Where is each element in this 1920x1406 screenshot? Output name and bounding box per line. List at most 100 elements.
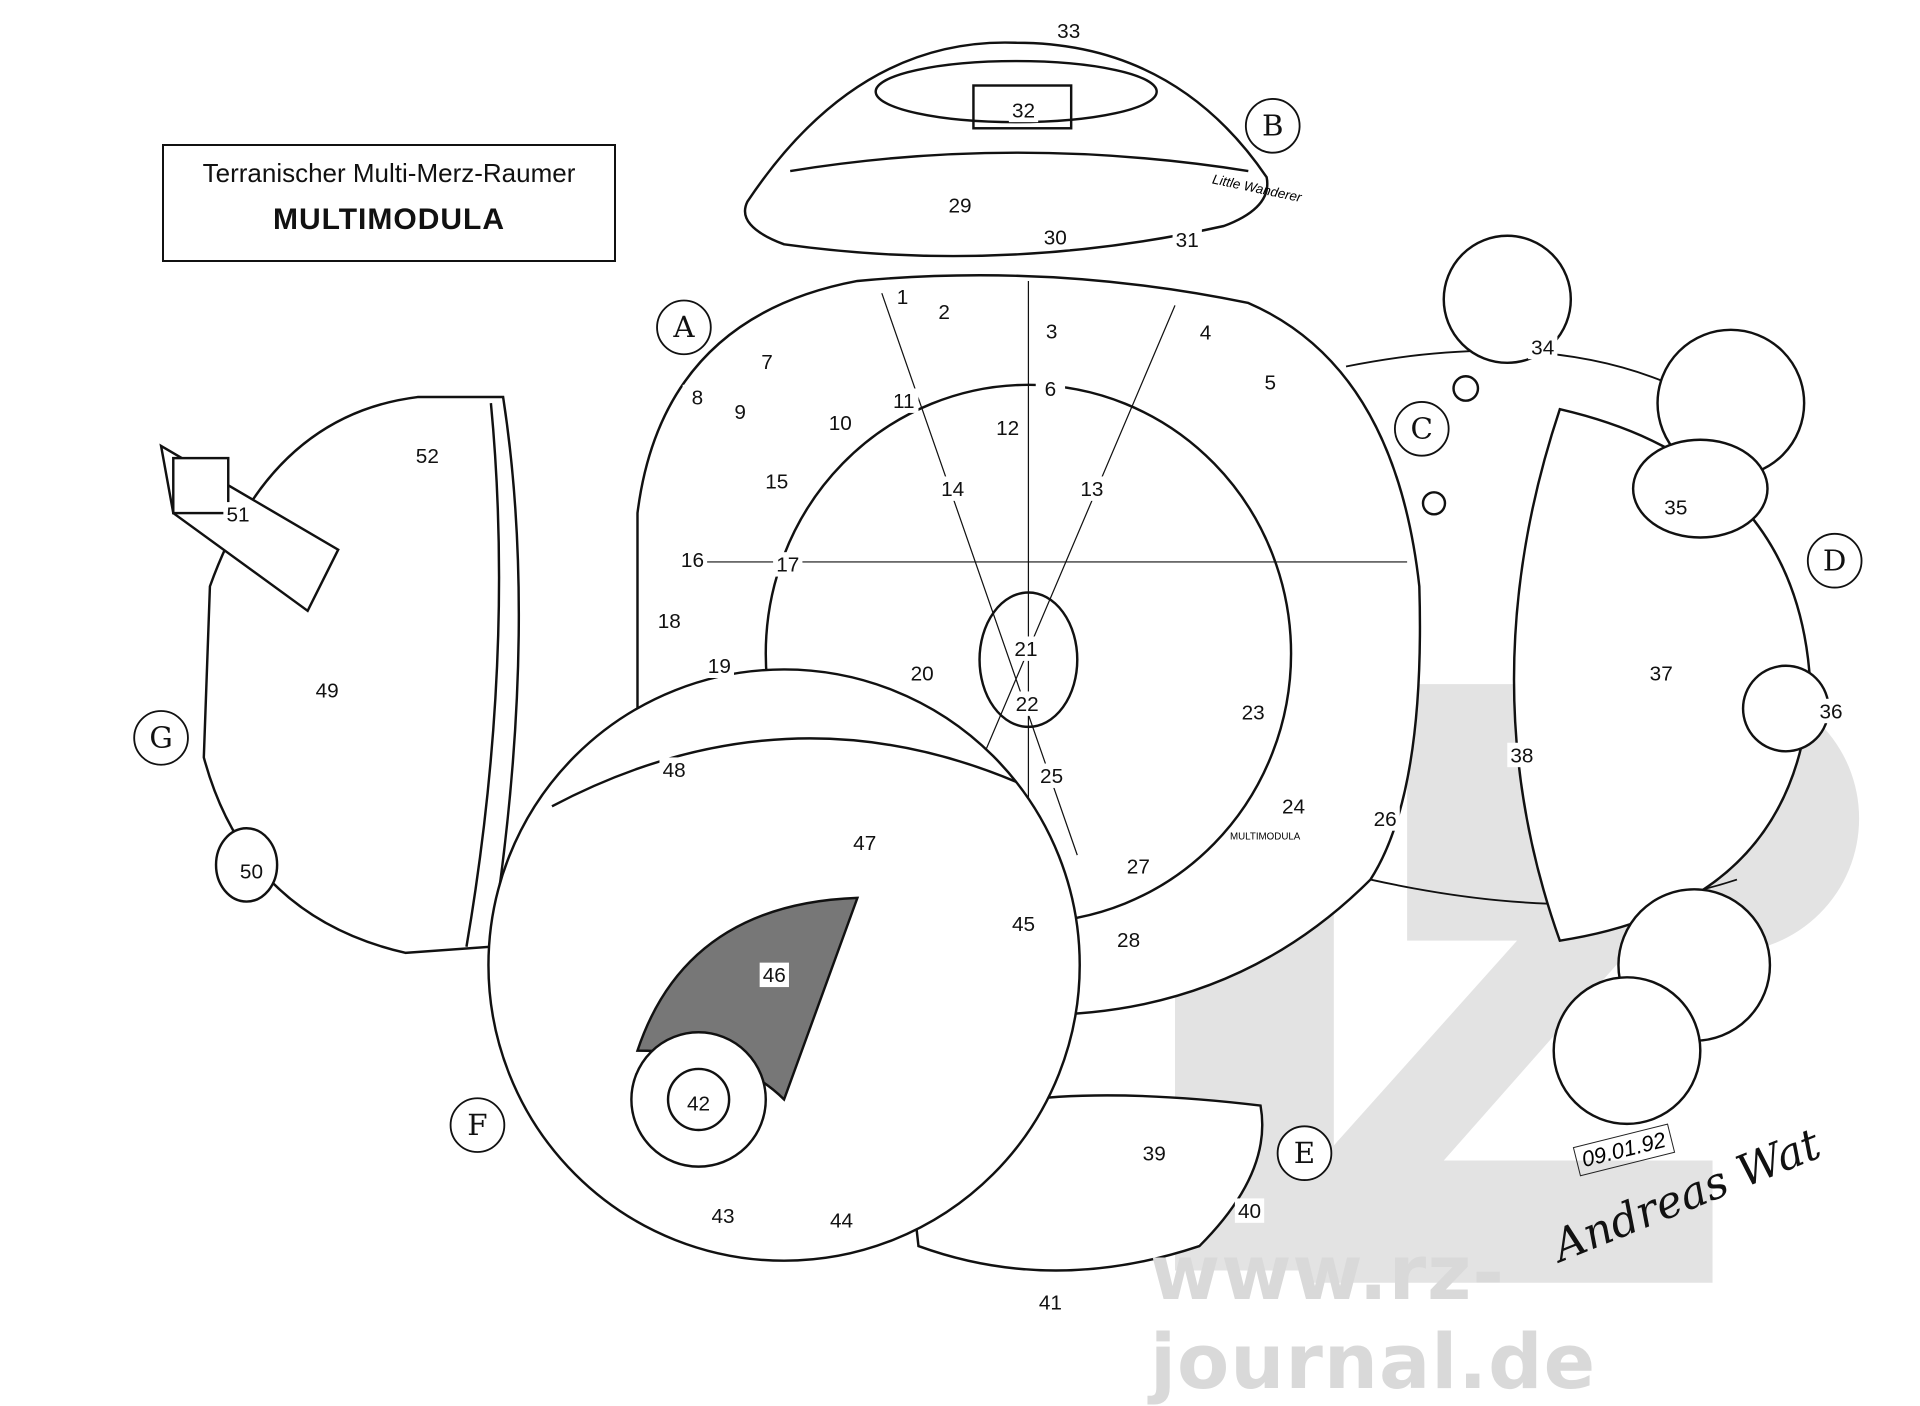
callout-38: 38 <box>1510 744 1533 767</box>
callout-backdrop <box>1255 370 1285 395</box>
callout-backdrop <box>1036 318 1067 344</box>
callout-1: 1 <box>897 286 909 309</box>
callout-47: 47 <box>853 832 876 855</box>
module-letter-circle <box>449 1097 506 1153</box>
callout-10: 10 <box>829 412 852 435</box>
callout-backdrop <box>1012 691 1042 716</box>
callout-5: 5 <box>1265 372 1277 395</box>
pod-spheres <box>1421 234 1806 1126</box>
callout-42: 42 <box>687 1092 710 1115</box>
callout-27: 27 <box>1127 855 1150 878</box>
callout-backdrop <box>1113 927 1144 952</box>
callout-24: 24 <box>1282 796 1305 819</box>
callout-backdrop <box>929 299 959 324</box>
callout-backdrop <box>1011 636 1041 661</box>
callout-backdrop <box>826 1208 857 1233</box>
callout-backdrop <box>312 678 342 703</box>
callout-backdrop <box>752 349 782 374</box>
callout-8: 8 <box>692 386 704 409</box>
callout-backdrop <box>1238 699 1268 725</box>
module-letter-circle <box>656 299 712 356</box>
callout-backdrop <box>1035 376 1066 401</box>
callout-backdrop <box>887 284 918 310</box>
callout-15: 15 <box>765 471 788 494</box>
callout-backdrop <box>850 830 880 856</box>
callout-backdrop <box>236 858 267 884</box>
module-letter-d: D <box>1823 543 1847 577</box>
module-g <box>159 395 521 955</box>
callout-35: 35 <box>1664 496 1687 519</box>
callout-backdrop <box>1008 97 1039 123</box>
callout-backdrop <box>1370 806 1400 831</box>
callout-backdrop <box>1054 18 1084 43</box>
module-letter-circle <box>133 710 189 766</box>
callout-backdrop <box>412 443 443 468</box>
callout-backdrop <box>889 388 919 413</box>
callout-11: 11 <box>893 390 915 413</box>
callout-backdrop <box>1661 494 1691 520</box>
callout-backdrop <box>945 193 975 218</box>
callout-backdrop <box>1528 334 1558 360</box>
callout-backdrop <box>708 1203 738 1228</box>
callout-backdrop <box>1123 853 1154 879</box>
callout-48: 48 <box>663 759 686 782</box>
callout-41: 41 <box>1039 1292 1062 1315</box>
callout-36: 36 <box>1819 700 1842 723</box>
callout-45: 45 <box>1012 913 1035 936</box>
callout-49: 49 <box>316 680 339 703</box>
callout-26: 26 <box>1374 808 1397 831</box>
callout-backdrop <box>1646 660 1676 686</box>
callout-16: 16 <box>681 549 704 572</box>
module-letter-b: B <box>1262 109 1284 143</box>
callout-12: 12 <box>996 417 1019 440</box>
module-letter-e: E <box>1294 1136 1315 1170</box>
callout-17: 17 <box>776 554 799 577</box>
callout-52: 52 <box>416 445 439 468</box>
callout-39: 39 <box>1143 1143 1166 1166</box>
callout-backdrop <box>825 410 855 435</box>
callout-backdrop <box>659 757 689 782</box>
title-name: MULTIMODULA <box>272 203 506 236</box>
callout-backdrop <box>1040 224 1070 250</box>
callout-9: 9 <box>734 401 746 424</box>
callout-40: 40 <box>1238 1200 1261 1223</box>
module-letter-circle <box>1393 400 1450 457</box>
module-letter-c: C <box>1411 412 1433 446</box>
callout-30: 30 <box>1044 226 1067 249</box>
title-box: Terranischer Multi-Merz-Raumer MULTIMODU… <box>162 144 616 262</box>
module-letter-g: G <box>149 721 172 755</box>
callout-28: 28 <box>1117 929 1140 952</box>
callout-backdrop <box>1278 794 1309 819</box>
watermark-url: www.rz-journal.de <box>1150 1228 1597 1406</box>
callout-backdrop <box>1139 1140 1169 1166</box>
callout-19: 19 <box>708 655 731 678</box>
callout-13: 13 <box>1080 478 1103 501</box>
callout-backdrop <box>682 384 713 410</box>
callout-7: 7 <box>761 351 773 374</box>
callout-backdrop <box>654 608 684 633</box>
module-letter-f: F <box>467 1108 487 1142</box>
callout-21: 21 <box>1014 638 1037 661</box>
module-letter-circle <box>1244 98 1301 154</box>
callout-50: 50 <box>240 860 263 883</box>
callout-4: 4 <box>1200 322 1212 345</box>
callout-backdrop <box>759 962 789 988</box>
callout-backdrop <box>1190 320 1221 345</box>
callout-backdrop <box>1035 1290 1066 1315</box>
callout-backdrop <box>725 399 755 424</box>
callout-2: 2 <box>938 301 950 324</box>
callout-backdrop <box>683 1090 714 1116</box>
callout-backdrop <box>1172 227 1202 252</box>
callout-44: 44 <box>830 1210 853 1233</box>
callout-31: 31 <box>1176 229 1199 252</box>
callout-backdrop <box>1234 1198 1265 1223</box>
multimodula-hull-inscription: MULTIMODULA <box>1230 831 1301 842</box>
callout-23: 23 <box>1242 702 1265 725</box>
callout-22: 22 <box>1016 693 1039 716</box>
callout-backdrop <box>1008 911 1039 936</box>
callout-37: 37 <box>1650 662 1673 685</box>
callout-33: 33 <box>1057 20 1080 43</box>
callout-34: 34 <box>1531 336 1554 359</box>
